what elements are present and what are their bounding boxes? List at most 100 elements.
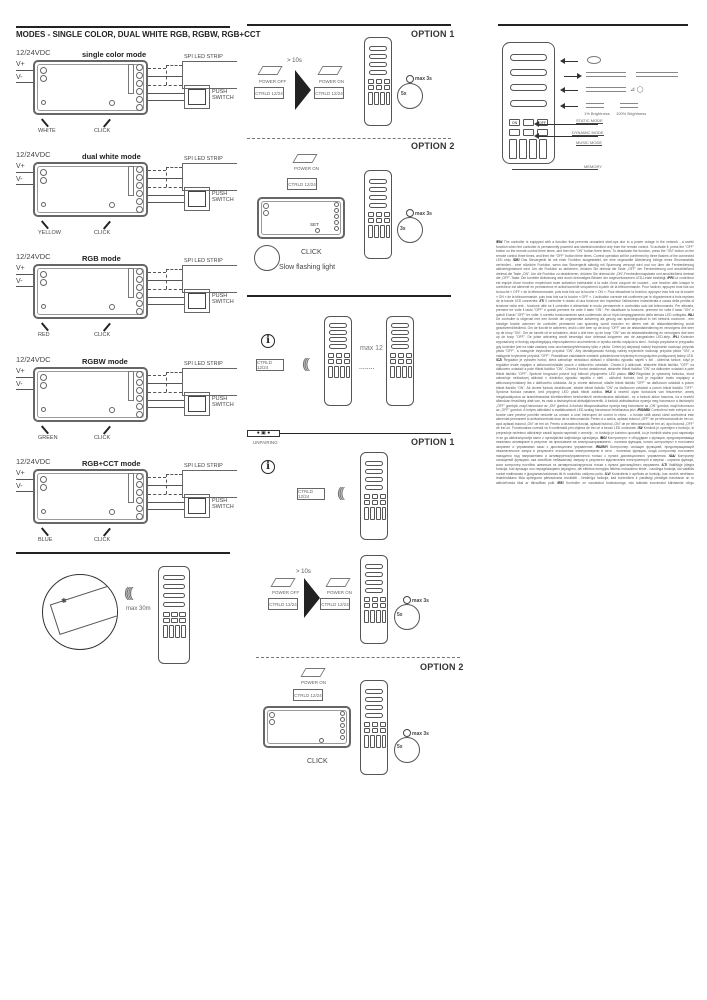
voltage-label: 12/24VDC (16, 355, 51, 364)
controller-box: CTRLD 12/24 (268, 598, 298, 610)
push-label: PUSH (212, 293, 228, 299)
remote-control (324, 316, 352, 406)
indicator-arrow-icon (40, 527, 49, 537)
info-icon: i (261, 460, 275, 474)
pointer-arrow (560, 87, 578, 93)
next-arrow-icon (304, 578, 320, 618)
mode-diagram-1: 12/24VDC dual white mode V+ V- SPI LED S… (0, 150, 240, 250)
mode-diagram-0: 12/24VDC single color mode V+ V- SPI LED… (0, 48, 240, 148)
pointer-line (534, 133, 598, 139)
wait-time-label: > 10s (296, 569, 311, 575)
led-strip-icon (636, 72, 678, 77)
vminus-label: V- (16, 176, 23, 183)
power-switch-on-icon (317, 66, 343, 75)
click-arrow-icon (102, 220, 111, 230)
dynamic-mode-label: DYNAMIC MODE (572, 130, 604, 136)
push-switch[interactable] (184, 494, 210, 518)
switch-label: SWITCH (212, 299, 234, 305)
next-arrow-icon (295, 70, 311, 110)
indicator-color-label: GREEN (38, 435, 58, 441)
power-switch-off-icon (257, 66, 283, 75)
click-label: CLICK (307, 758, 328, 765)
push-switch[interactable] (184, 85, 210, 109)
set-button[interactable] (315, 228, 320, 233)
click-label: CLICK (94, 332, 111, 338)
voltage-label: 12/24VDC (16, 252, 51, 261)
power-switch-on-icon (325, 578, 351, 587)
brightness-min-label: 1% Brightness (584, 111, 610, 116)
set-button[interactable] (109, 304, 115, 310)
power-on-label: POWER ON (301, 680, 327, 685)
unpairing-option-2-label: OPTION 2 (420, 662, 464, 672)
indicator-color-label: RED (38, 332, 50, 338)
timer-icon (403, 729, 411, 737)
set-button[interactable] (109, 202, 115, 208)
pointer-arrow (564, 73, 582, 79)
right-column: ON OFF ⊿ ◯ 1% Brightness 100% Brightness… (480, 0, 707, 1000)
strip-label: SPI LED STRIP (184, 463, 223, 469)
mode-indicator-led (41, 202, 46, 207)
option-divider (247, 138, 451, 139)
switch-label: SWITCH (212, 504, 234, 510)
click-label: CLICK (94, 230, 111, 236)
press-callout (394, 737, 420, 763)
push-switch[interactable] (184, 289, 210, 313)
max-time-label: max 3s (415, 211, 432, 217)
controller-box: CTRLD 12/24 (254, 87, 284, 99)
click-arrow-icon (102, 425, 111, 435)
set-button[interactable] (109, 407, 115, 413)
remote-control-diagram: ON OFF (502, 42, 555, 164)
section-rule (247, 295, 451, 297)
indicator-color-label: WHITE (38, 128, 56, 134)
mode-diagram-4: 12/24VDC RGB+CCT mode V+ V- SPI LED STRI… (0, 457, 240, 557)
press-callout (397, 83, 423, 109)
info-icon: i (261, 334, 275, 348)
brightness-max-label: 100% Brightness (616, 111, 647, 116)
unpairing-icon: ● ▣ ● (247, 430, 280, 437)
indicator-arrow-icon (40, 322, 49, 332)
static-mode-label: STATIC MODE (576, 118, 603, 124)
press-count-label: 3x (400, 226, 406, 232)
strip-label: SPI LED STRIP (184, 361, 223, 367)
strip-label: SPI LED STRIP (184, 54, 223, 60)
power-switch-off-icon (270, 578, 296, 587)
section-rule (16, 552, 230, 554)
push-switch[interactable] (184, 392, 210, 416)
controller-box: CTRLD 12/24 (320, 598, 350, 610)
memory-bracket (512, 158, 598, 170)
push-switch[interactable] (184, 187, 210, 211)
click-arrow-icon (102, 118, 111, 128)
set-button[interactable] (109, 100, 115, 106)
push-label: PUSH (212, 396, 228, 402)
color-wheel-icon (587, 56, 601, 64)
speed-icon: ⊿ ◯ (630, 87, 644, 93)
press-count-label: 5x (397, 744, 403, 750)
led-strip-icon (620, 103, 638, 108)
section-rule (247, 24, 451, 26)
push-label: PUSH (212, 89, 228, 95)
vminus-label: V- (16, 74, 23, 81)
indicator-color-label: BLUE (38, 537, 53, 543)
multilingual-instructions: /EN/ The controller is equipped with a f… (496, 240, 694, 485)
click-arrow-icon (102, 322, 111, 332)
switch-label: SWITCH (212, 402, 234, 408)
switch-label: SWITCH (212, 197, 234, 203)
timer-icon (403, 596, 411, 604)
vplus-label: V+ (16, 470, 25, 477)
range-illustration: ✱ (((( max 30m (40, 566, 230, 688)
set-button[interactable] (319, 738, 324, 743)
voltage-label: 12/24VDC (16, 457, 51, 466)
set-button[interactable] (109, 509, 115, 515)
strip-label: SPI LED STRIP (184, 156, 223, 162)
power-off-label: POWER OFF (272, 590, 300, 595)
voltage-label: 12/24VDC (16, 150, 51, 159)
wait-time-label: > 10s (287, 58, 302, 64)
vplus-label: V+ (16, 368, 25, 375)
controller-unit (263, 706, 351, 748)
ellipsis: ........ (359, 364, 375, 371)
led-strip-icon (586, 87, 626, 92)
controller-box: CTRLD 12/24 (314, 87, 344, 99)
signal-waves-icon: ((( (302, 355, 310, 371)
timer-icon (406, 75, 414, 83)
indicator-arrow-icon (40, 220, 49, 230)
